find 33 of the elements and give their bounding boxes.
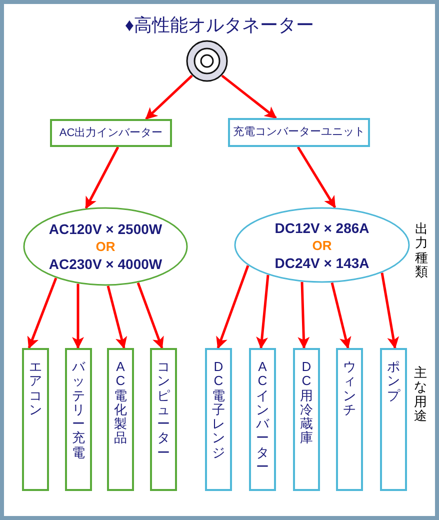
- process-box: 充電コンバーターユニット: [228, 118, 370, 147]
- use-box: ポンプ: [380, 348, 407, 491]
- output-spec: DC24V × 143A: [274, 254, 370, 272]
- arrow: [136, 282, 164, 349]
- arrow: [216, 265, 250, 349]
- arrow: [330, 282, 352, 349]
- arrow: [298, 282, 310, 349]
- row-label: 主な用途: [414, 366, 427, 424]
- arrow: [84, 146, 120, 209]
- output-spec: DC12V × 286A: [274, 218, 370, 236]
- use-box: バッテリー充電: [65, 348, 92, 491]
- use-box: AC電化製品: [107, 348, 134, 491]
- arrow: [106, 286, 128, 349]
- arrow: [380, 272, 400, 349]
- arrow: [256, 274, 270, 349]
- use-box: ウィンチ: [336, 348, 363, 491]
- arrow: [27, 278, 58, 349]
- arrow: [145, 74, 193, 120]
- use-box: DC用冷蔵庫: [293, 348, 320, 491]
- arrow: [221, 74, 277, 119]
- arrow: [296, 146, 336, 208]
- use-box: エアコン: [22, 348, 49, 491]
- output-spec: AC120V × 2500W: [48, 220, 162, 238]
- use-box: コンピューター: [150, 348, 177, 491]
- use-box: DC電子レンジ: [205, 348, 232, 491]
- use-box: ACインバーター: [249, 348, 276, 491]
- or-text: OR: [96, 238, 116, 255]
- side-label: 出力種類: [415, 222, 428, 280]
- output-spec: AC230V × 4000W: [48, 255, 162, 273]
- arrow: [72, 284, 84, 349]
- process-box: AC出力インバーター: [50, 119, 172, 147]
- title: ♦高性能オルタネーター: [124, 14, 314, 37]
- or-text: OR: [312, 236, 332, 254]
